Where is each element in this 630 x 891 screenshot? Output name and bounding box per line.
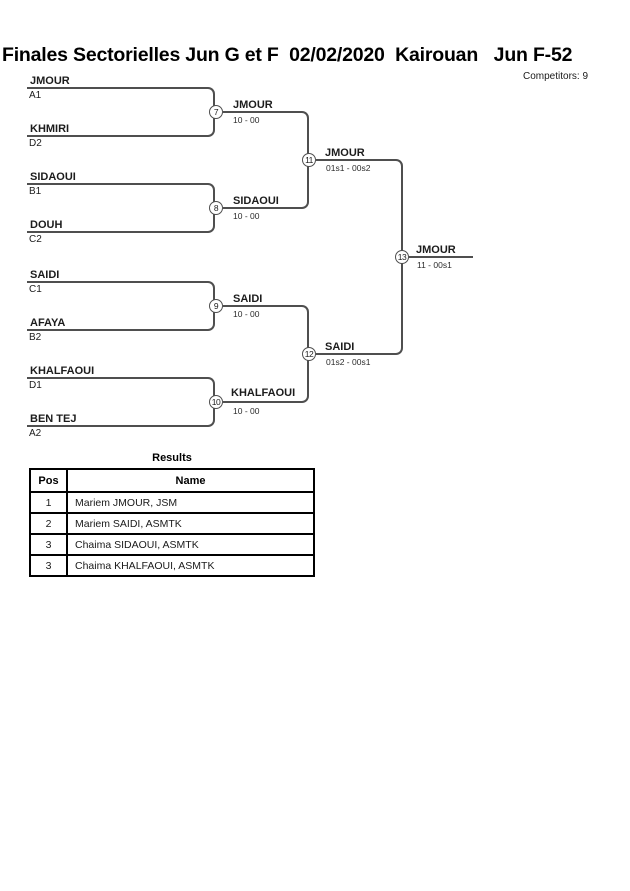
competitor-seed: D2: [29, 138, 42, 149]
winner-score: 10 - 00: [233, 211, 260, 221]
match-number-badge: 9: [209, 299, 223, 313]
result-pos: 1: [29, 491, 68, 514]
competitor-seed: B1: [29, 186, 42, 197]
final-winner-line: [409, 256, 473, 258]
competitor-name: DOUH: [30, 219, 63, 231]
match-number-badge: 12: [302, 347, 316, 361]
winner-connector: [316, 159, 403, 257]
competitor-seed: A2: [29, 428, 42, 439]
result-row: 3 Chaima KHALFAOUI, ASMTK: [29, 554, 315, 577]
winner-name: JMOUR: [416, 244, 456, 256]
result-row: 2 Mariem SAIDI, ASMTK: [29, 512, 315, 535]
results-table: Pos Name 1 Mariem JMOUR, JSM 2 Mariem SA…: [29, 468, 315, 577]
competitor-name: BEN TEJ: [30, 413, 77, 425]
winner-name: KHALFAOUI: [231, 387, 296, 399]
match-bracket-lines: [27, 183, 215, 233]
competitor-name: SAIDI: [30, 269, 60, 281]
result-name: Chaima KHALFAOUI, ASMTK: [66, 554, 315, 577]
competitor-name: KHALFAOUI: [30, 365, 95, 377]
winner-name: SAIDI: [325, 341, 355, 353]
match-number-badge: 13: [395, 250, 409, 264]
match-bracket-lines: [27, 87, 215, 137]
competitor-seed: C1: [29, 284, 42, 295]
competitor-seed: D1: [29, 380, 42, 391]
competitor-name: AFAYA: [30, 317, 66, 329]
competitor-name: SIDAOUI: [30, 171, 76, 183]
winner-name: JMOUR: [325, 147, 365, 159]
competitor-name: KHMIRI: [30, 123, 70, 135]
result-name: Mariem SAIDI, ASMTK: [66, 512, 315, 535]
result-row: 3 Chaima SIDAOUI, ASMTK: [29, 533, 315, 556]
winner-connector: [223, 305, 309, 354]
winner-score: 01s2 - 00s1: [326, 357, 371, 367]
winner-name: SIDAOUI: [233, 195, 279, 207]
result-pos: 2: [29, 512, 68, 535]
page-title: Finales Sectorielles Jun G et F 02/02/20…: [2, 44, 573, 66]
winner-score: 11 - 00s1: [417, 260, 452, 270]
result-pos: 3: [29, 533, 68, 556]
competitor-name: JMOUR: [30, 75, 70, 87]
winner-name: JMOUR: [233, 99, 273, 111]
result-name: Mariem JMOUR, JSM: [66, 491, 315, 514]
match-number-badge: 11: [302, 153, 316, 167]
winner-connector: [316, 257, 403, 355]
result-pos: 3: [29, 554, 68, 577]
match-bracket-lines: [27, 281, 215, 331]
winner-score: 01s1 - 00s2: [326, 163, 371, 173]
col-header-pos: Pos: [29, 468, 68, 493]
winner-score: 10 - 00: [233, 406, 260, 416]
match-number-badge: 7: [209, 105, 223, 119]
match-number-badge: 10: [209, 395, 223, 409]
results-title: Results: [152, 452, 192, 464]
result-name: Chaima SIDAOUI, ASMTK: [66, 533, 315, 556]
winner-score: 10 - 00: [233, 309, 260, 319]
competitor-seed: C2: [29, 234, 42, 245]
winner-connector: [223, 354, 309, 403]
competitor-seed: B2: [29, 332, 42, 343]
match-number-badge: 8: [209, 201, 223, 215]
competitors-count: Competitors: 9: [523, 71, 589, 82]
result-row: 1 Mariem JMOUR, JSM: [29, 491, 315, 514]
match-bracket-lines: [27, 377, 215, 427]
winner-connector: [223, 160, 309, 209]
results-header-row: Pos Name: [29, 468, 315, 493]
competitor-seed: A1: [29, 90, 42, 101]
winner-name: SAIDI: [233, 293, 263, 305]
col-header-name: Name: [66, 468, 315, 493]
winner-connector: [223, 111, 309, 160]
winner-score: 10 - 00: [233, 115, 260, 125]
